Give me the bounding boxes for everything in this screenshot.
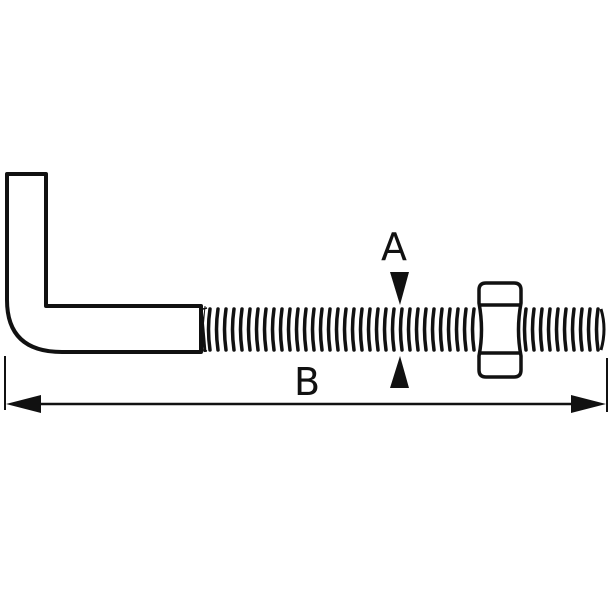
arrow-down-icon bbox=[390, 272, 409, 305]
arrow-up-icon bbox=[390, 356, 409, 388]
dimension-label-b: B bbox=[294, 360, 321, 404]
arrow-right-icon bbox=[571, 395, 606, 413]
dimension-label-a: A bbox=[381, 225, 407, 269]
dimension-b-line bbox=[4, 356, 608, 413]
arrow-left-icon bbox=[6, 395, 41, 413]
threaded-shank bbox=[199, 305, 606, 353]
dimension-a-arrows bbox=[390, 272, 409, 388]
bolt-hook bbox=[5, 172, 203, 354]
hex-nut bbox=[477, 281, 523, 379]
